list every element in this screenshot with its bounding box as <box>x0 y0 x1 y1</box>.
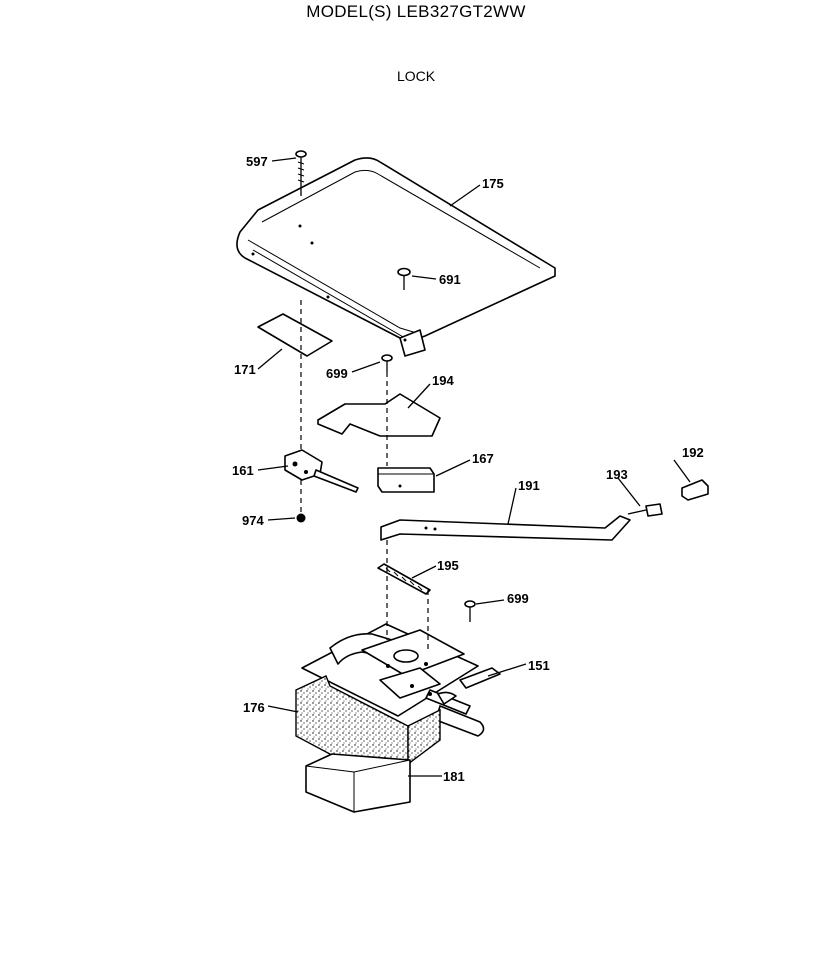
callout-699-upper: 699 <box>326 366 348 381</box>
callout-181: 181 <box>443 769 465 784</box>
knob-192 <box>681 479 709 501</box>
lock-mechanism-151 <box>301 623 501 737</box>
screw-691 <box>397 267 411 290</box>
spring-195 <box>377 563 431 595</box>
callout-167: 167 <box>472 451 494 466</box>
callout-191: 191 <box>518 478 540 493</box>
callout-194: 194 <box>432 373 454 388</box>
gasket-171 <box>257 313 333 357</box>
model-title: MODEL(S) LEB327GT2WW <box>306 2 526 21</box>
callout-161: 161 <box>232 463 254 478</box>
callout-175: 175 <box>482 176 504 191</box>
section-title: LOCK <box>396 68 436 84</box>
screw-699-lower <box>464 600 476 622</box>
insulation-block-181 <box>305 753 411 813</box>
callout-691: 691 <box>439 272 461 287</box>
callout-176: 176 <box>243 700 265 715</box>
link-rod-191 <box>380 515 631 541</box>
bracket-194 <box>317 393 441 437</box>
callout-597: 597 <box>246 154 268 169</box>
leader-lines <box>257 157 691 777</box>
callout-195: 195 <box>437 558 459 573</box>
block-167 <box>377 467 435 493</box>
callout-171: 171 <box>234 362 256 377</box>
callout-151: 151 <box>528 658 550 673</box>
insulation-176 <box>295 675 441 771</box>
screw-699-upper <box>381 354 393 372</box>
callout-974: 974 <box>242 513 264 528</box>
screw-597 <box>295 150 307 196</box>
callout-192: 192 <box>682 445 704 460</box>
nut-974 <box>296 513 306 523</box>
callout-193: 193 <box>606 467 628 482</box>
lock-cover-plate <box>236 157 556 357</box>
callout-699-lower: 699 <box>507 591 529 606</box>
switch-161 <box>284 449 359 493</box>
connector-193 <box>627 503 663 517</box>
